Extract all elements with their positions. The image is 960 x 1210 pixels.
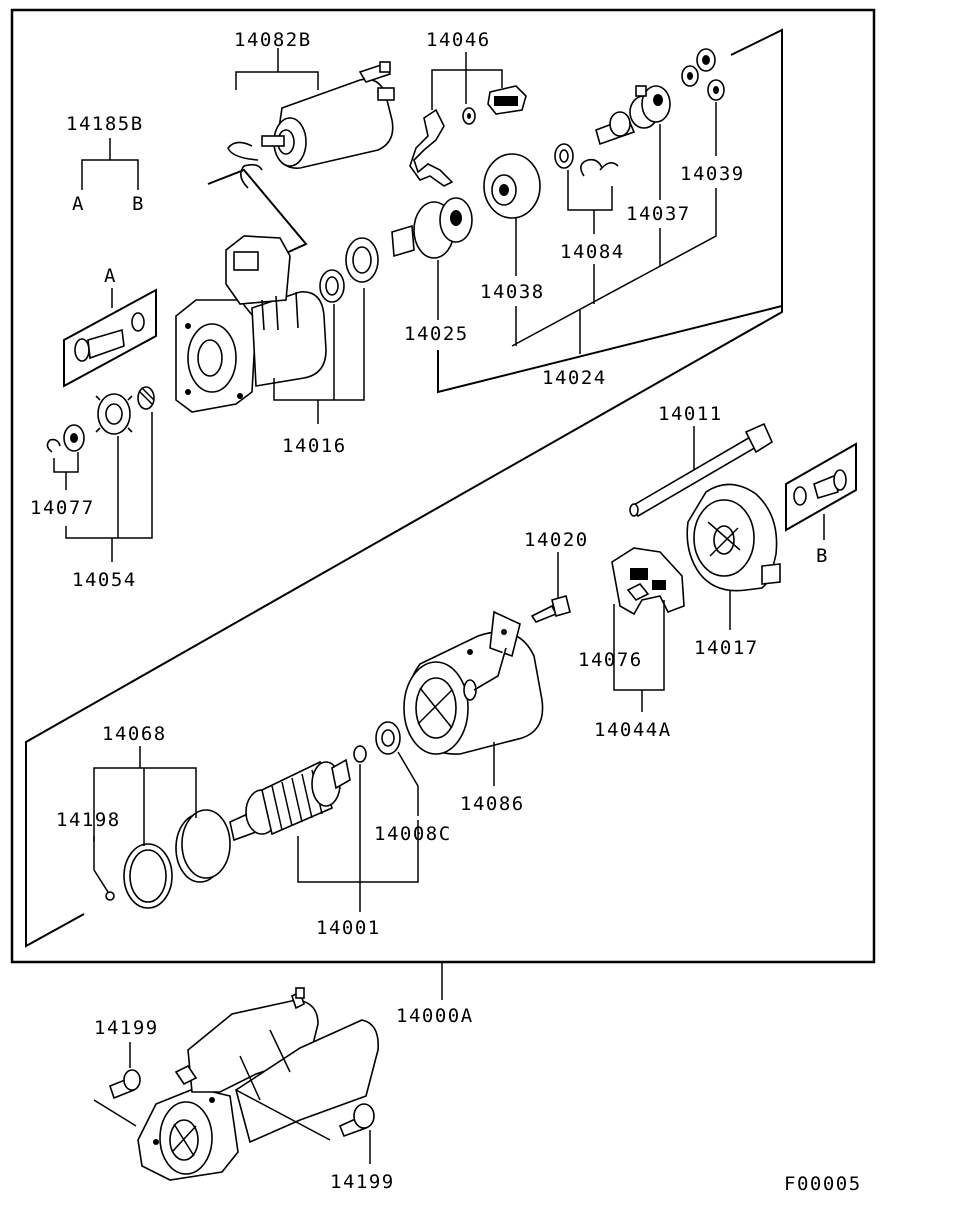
terminal-bolt[interactable] [530, 595, 571, 623]
key-b: B [132, 193, 145, 215]
rear-end-cover[interactable] [686, 483, 781, 592]
leader-14077 [53, 452, 79, 473]
planet-gear[interactable] [95, 393, 133, 435]
label-14185B: 14185B [66, 113, 144, 135]
leader-14082B [235, 71, 319, 90]
solenoid-clip[interactable] [227, 141, 263, 189]
key-a: A [72, 193, 85, 215]
label-14046: 14046 [426, 29, 491, 51]
callout-b-screw[interactable] [793, 469, 847, 506]
label-14017: 14017 [694, 637, 759, 659]
label-14198: 14198 [56, 809, 121, 831]
center-bracket[interactable] [175, 809, 231, 883]
label-14025: 14025 [404, 323, 469, 345]
leader-14068 [93, 767, 197, 842]
leader-14054 [65, 412, 153, 539]
shift-lever[interactable] [409, 108, 454, 187]
label-14001: 14001 [316, 917, 381, 939]
seal-ring[interactable] [123, 843, 173, 909]
lever-washer[interactable] [462, 107, 476, 125]
drive-end-housing[interactable] [175, 235, 327, 413]
yoke-assembly[interactable] [403, 610, 544, 755]
through-bolt[interactable] [629, 422, 774, 518]
label-14039: 14039 [680, 163, 745, 185]
brush-holder[interactable] [611, 547, 685, 616]
leader-14046 [431, 69, 503, 110]
callout-a-bolt[interactable] [74, 312, 145, 362]
armature-washer[interactable] [353, 745, 367, 763]
armature-bearing[interactable] [375, 721, 401, 755]
retaining-ring[interactable] [46, 438, 61, 453]
housing-washer-large[interactable] [345, 237, 379, 283]
label-14199-lower: 14199 [330, 1171, 395, 1193]
callout-a-letter: A [104, 265, 117, 287]
mounting-bolt-upper[interactable] [109, 1069, 141, 1100]
label-14044A: 14044A [594, 719, 672, 741]
label-14082B: 14082B [234, 29, 312, 51]
label-14076: 14076 [578, 649, 643, 671]
planet-spring[interactable] [137, 386, 155, 410]
label-14084: 14084 [560, 241, 625, 263]
label-14000A: 14000A [396, 1005, 474, 1027]
housing-washer-small[interactable] [319, 269, 345, 303]
label-14068: 14068 [102, 723, 167, 745]
leader-14185B [81, 159, 139, 190]
mounting-bolt-lower[interactable] [338, 1103, 375, 1138]
label-14037: 14037 [626, 203, 691, 225]
gear-bearing[interactable] [696, 48, 716, 72]
gear-bearing-ring[interactable] [707, 79, 725, 101]
label-14024: 14024 [542, 367, 607, 389]
lever-holder[interactable] [487, 85, 527, 115]
internal-gear[interactable] [483, 153, 541, 219]
callout-a-panel [63, 288, 157, 388]
solenoid-part[interactable] [261, 61, 395, 169]
armature-group-bracket [25, 306, 783, 948]
leader-14024 [511, 188, 717, 347]
label-14086: 14086 [460, 793, 525, 815]
gear-bearing-small[interactable] [681, 65, 699, 87]
label-14011: 14011 [658, 403, 723, 425]
figure-code: F00005 [784, 1173, 862, 1195]
label-14016: 14016 [282, 435, 347, 457]
gear-retainer-washer[interactable] [63, 424, 85, 452]
leader-14016 [273, 288, 365, 401]
assembly-frame [10, 8, 876, 964]
label-14020: 14020 [524, 529, 589, 551]
leader-14084 [567, 170, 613, 211]
pinion-gear[interactable] [391, 197, 473, 259]
callout-b-panel [785, 442, 857, 532]
label-14054: 14054 [72, 569, 137, 591]
label-14038: 14038 [480, 281, 545, 303]
leader-14044A [613, 600, 665, 691]
shaft-washer[interactable] [554, 143, 574, 169]
gear-shaft[interactable] [595, 85, 671, 146]
label-14199-upper: 14199 [94, 1017, 159, 1039]
o-ring[interactable] [105, 891, 115, 901]
callout-b-letter: B [816, 545, 829, 567]
armature[interactable] [229, 758, 351, 842]
gear-group-bracket [437, 28, 783, 394]
leader-14001 [297, 820, 419, 883]
label-14077: 14077 [30, 497, 95, 519]
shaft-clip[interactable] [580, 158, 619, 177]
label-14008C: 14008C [374, 823, 452, 845]
complete-starter-motor[interactable] [137, 987, 379, 1181]
